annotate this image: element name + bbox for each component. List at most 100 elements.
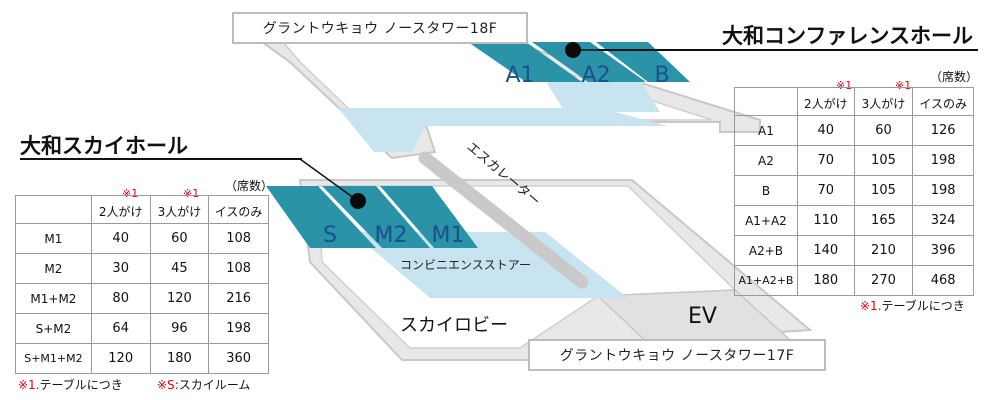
table-cell: 70 xyxy=(796,175,855,206)
table-cell: 105 xyxy=(853,145,914,176)
sky-capacity-table: 2人がけ 3人がけ イスのみ M1 40 60 108 M2 30 45 108… xyxy=(15,195,269,374)
row-header: M1+M2 xyxy=(15,283,92,314)
table-cell: 198 xyxy=(912,175,974,206)
sky-lobby-label: スカイロビー xyxy=(400,315,508,336)
room-label: S xyxy=(323,223,337,248)
table-cell: 140 xyxy=(796,235,855,266)
table-cell: 70 xyxy=(796,145,855,176)
table-cell: 198 xyxy=(208,313,269,344)
table-header-row: 2人がけ 3人がけ イスのみ xyxy=(734,87,974,116)
table-cell: 120 xyxy=(90,343,151,374)
table-cell: 120 xyxy=(149,283,210,314)
table-row: S+M2 64 96 198 xyxy=(15,313,269,344)
column-header: 3人がけ xyxy=(853,87,914,116)
table-row: M2 30 45 108 xyxy=(15,253,269,284)
upper-lobby-area-2 xyxy=(545,80,660,112)
table-row: A1+A2 110 165 324 xyxy=(734,205,974,236)
table-cell: 360 xyxy=(208,343,269,374)
table-cell: 270 xyxy=(853,265,914,296)
room-b xyxy=(596,42,690,82)
table-cell: 105 xyxy=(853,175,914,206)
sky-hall-rule xyxy=(20,158,302,160)
footnote-mark: ※1. xyxy=(860,299,882,313)
column-header: イスのみ xyxy=(208,195,269,224)
sky-hall-title: 大和スカイホール xyxy=(20,134,188,158)
table-row: A1 40 60 126 xyxy=(734,115,974,146)
table-cell: 180 xyxy=(796,265,855,296)
column-header: 3人がけ xyxy=(149,195,210,224)
room-label: A1 xyxy=(505,63,534,88)
sky-leader-line xyxy=(299,158,359,202)
row-header: M2 xyxy=(15,253,92,284)
escalator-shape xyxy=(418,151,589,289)
column-header: 2人がけ xyxy=(90,195,151,224)
room-m2 xyxy=(322,186,430,248)
row-header: A1+A2 xyxy=(734,205,798,236)
table-cell: 40 xyxy=(796,115,855,146)
table-cell: 64 xyxy=(90,313,151,344)
column-header: 2人がけ xyxy=(796,87,855,116)
table-cell: 60 xyxy=(149,223,210,254)
table-cell: 180 xyxy=(149,343,210,374)
table-row: S+M1+M2 120 180 360 xyxy=(15,343,269,374)
upper-lobby-area xyxy=(338,108,668,152)
elevator-label: EV xyxy=(688,304,717,329)
row-header: M1 xyxy=(15,223,92,254)
table-corner-cell xyxy=(15,195,92,224)
table-row: M1 40 60 108 xyxy=(15,223,269,254)
table-cell: 108 xyxy=(208,223,269,254)
table-row: B 70 105 198 xyxy=(734,175,974,206)
room-a2 xyxy=(532,42,646,82)
sky-footnote-2: ※S:スカイルーム xyxy=(157,376,250,393)
row-header: A1 xyxy=(734,115,798,146)
table-cell: 60 xyxy=(853,115,914,146)
footnote-mark: ※1. xyxy=(18,378,40,392)
row-header: B xyxy=(734,175,798,206)
lower-floor-text: グラントウキョウ ノースタワー17F xyxy=(559,348,795,364)
room-a1 xyxy=(468,42,582,82)
footnote-text: スカイルーム xyxy=(178,378,251,392)
table-row: A1+A2+B 180 270 468 xyxy=(734,265,974,296)
table-cell: 468 xyxy=(912,265,974,296)
conference-pointer-dot xyxy=(565,42,581,58)
conference-footnote: ※1.テーブルにつき xyxy=(860,297,965,314)
table-cell: 165 xyxy=(853,205,914,236)
conference-unit-label: （席数） xyxy=(930,70,979,84)
table-header-row: 2人がけ 3人がけ イスのみ xyxy=(15,195,269,224)
room-label: M2 xyxy=(375,223,408,248)
conference-capacity-table: 2人がけ 3人がけ イスのみ A1 40 60 126 A2 70 105 19… xyxy=(734,87,974,296)
table-cell: 198 xyxy=(912,145,974,176)
table-cell: 216 xyxy=(208,283,269,314)
table-cell: 126 xyxy=(912,115,974,146)
sky-unit-label: （席数） xyxy=(225,179,274,193)
lower-floor-label: グラントウキョウ ノースタワー17F xyxy=(528,339,826,371)
table-row: M1+M2 80 120 216 xyxy=(15,283,269,314)
table-row: A2+B 140 210 396 xyxy=(734,235,974,266)
column-header: イスのみ xyxy=(912,87,974,116)
sky-pointer-dot xyxy=(350,193,366,209)
room-label: M1 xyxy=(432,223,465,248)
footnote-mark: ※S: xyxy=(157,378,179,392)
table-cell: 324 xyxy=(912,205,974,236)
room-s xyxy=(266,186,376,248)
table-cell: 210 xyxy=(853,235,914,266)
upper-floor-label: グラントウキョウ ノースタワー18F xyxy=(232,12,528,44)
footnote-text: テーブルにつき xyxy=(39,378,123,392)
table-cell: 396 xyxy=(912,235,974,266)
room-label: B xyxy=(654,63,669,88)
room-label: A2 xyxy=(581,63,610,88)
row-header: S+M2 xyxy=(15,313,92,344)
room-m1 xyxy=(380,186,478,248)
table-cell: 45 xyxy=(149,253,210,284)
row-header: A2+B xyxy=(734,235,798,266)
table-cell: 40 xyxy=(90,223,151,254)
table-cell: 110 xyxy=(796,205,855,236)
conference-hall-title: 大和コンファレンスホール xyxy=(722,24,973,48)
table-cell: 80 xyxy=(90,283,151,314)
lower-lobby-area xyxy=(352,232,628,298)
table-cell: 96 xyxy=(149,313,210,344)
table-cell: 30 xyxy=(90,253,151,284)
row-header: A2 xyxy=(734,145,798,176)
footnote-text: テーブルにつき xyxy=(881,299,965,313)
